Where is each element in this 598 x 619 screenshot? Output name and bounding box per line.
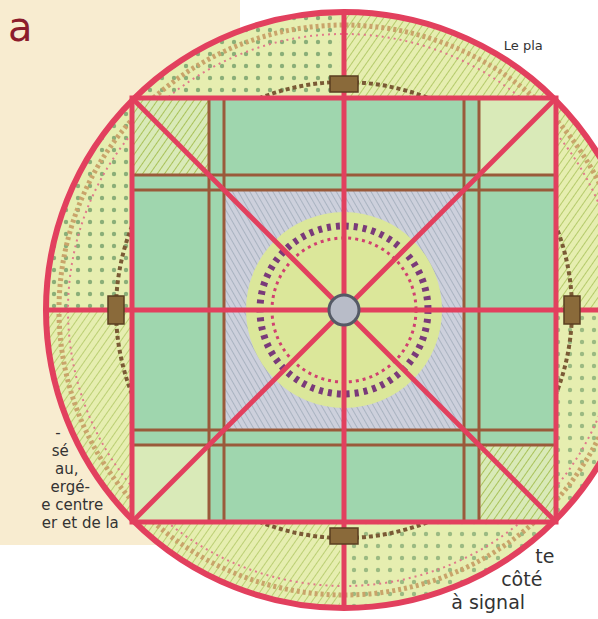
text-fragment: er et de la bbox=[42, 514, 119, 532]
gates bbox=[108, 76, 580, 544]
heading: a bbox=[8, 4, 33, 50]
outer-disc bbox=[46, 12, 598, 608]
text-fragment: au, bbox=[55, 460, 78, 478]
text-fragment: te bbox=[535, 545, 554, 568]
text-fragment: - bbox=[55, 424, 60, 442]
text-fragment: ergé- bbox=[51, 478, 90, 496]
text-fragment: sé bbox=[52, 442, 69, 460]
centre-point bbox=[329, 295, 359, 325]
heading-fragment: a bbox=[8, 4, 33, 50]
outer-border bbox=[46, 12, 598, 608]
text-fragment: sé bbox=[52, 442, 69, 460]
text-fragment: ergé- bbox=[51, 478, 90, 496]
outer-textures bbox=[40, 10, 598, 619]
mandala bbox=[40, 10, 598, 619]
text-fragment: à signal bbox=[451, 591, 525, 614]
text-fragment: er et de la bbox=[42, 514, 119, 532]
text-fragment: e centre bbox=[41, 496, 103, 514]
text-fragment: côté bbox=[501, 568, 542, 591]
text-fragment: - bbox=[55, 424, 60, 442]
text-fragment: te bbox=[535, 545, 554, 568]
text-fragment: Le pla bbox=[504, 38, 543, 54]
text-fragment: côté bbox=[501, 568, 542, 591]
text-fragment: à signal bbox=[451, 591, 525, 614]
text-fragment: Le pla bbox=[504, 38, 543, 54]
text-fragment: e centre bbox=[41, 496, 103, 514]
text-fragment: au, bbox=[55, 460, 78, 478]
